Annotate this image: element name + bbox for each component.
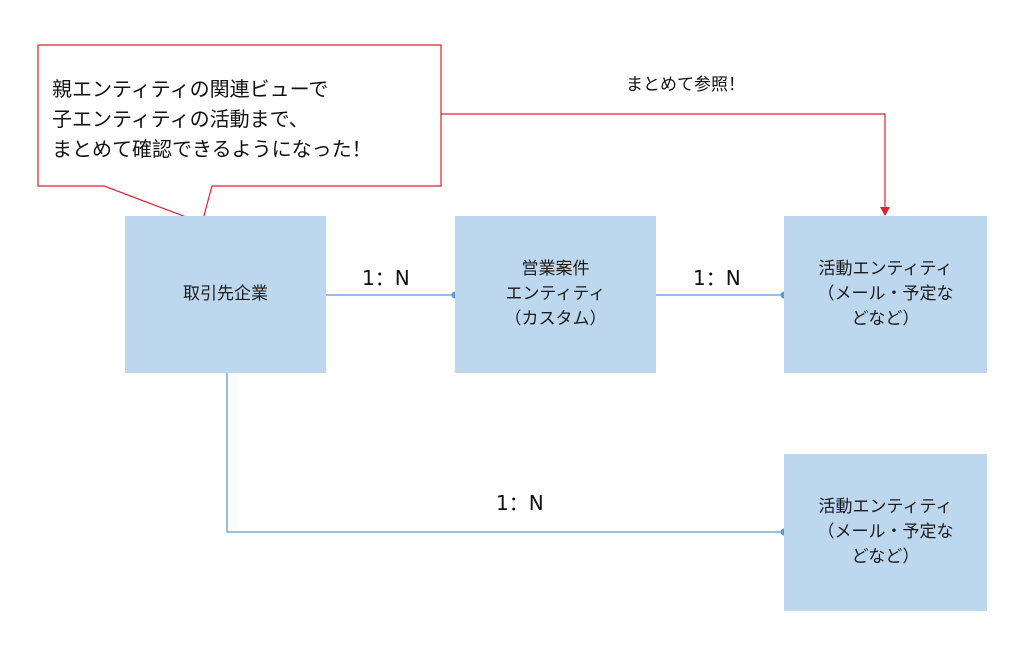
entity-activity-bottom-label: 活動エンティティ （メール・予定な どなど） <box>817 497 954 567</box>
entity-opportunity: 営業案件 エンティティ （カスタム） <box>455 216 656 373</box>
entity-activity-top-label: 活動エンティティ （メール・予定な どなど） <box>817 259 954 329</box>
connector-account-activity <box>226 373 784 533</box>
entity-account: 取引先企業 <box>125 216 326 373</box>
cardinality-label: 1：N <box>362 266 410 290</box>
cardinality-label: 1：N <box>496 491 544 515</box>
entity-activity-bottom: 活動エンティティ （メール・予定な どなど） <box>784 454 987 611</box>
reference-label: まとめて参照！ <box>626 75 745 95</box>
entity-opportunity-label: 営業案件 エンティティ （カスタム） <box>504 259 607 329</box>
cardinality-label: 1：N <box>693 266 741 290</box>
entity-account-label: 取引先企業 <box>183 284 268 304</box>
entity-activity-top: 活動エンティティ （メール・予定な どなど） <box>784 216 987 373</box>
reference-arrow <box>441 113 886 207</box>
reference-arrowhead <box>880 207 890 216</box>
callout-bubble <box>37 44 442 224</box>
callout-text: 親エンティティの関連ビューで 子エンティティの活動まで、 まとめて確認できるよう… <box>52 77 372 161</box>
